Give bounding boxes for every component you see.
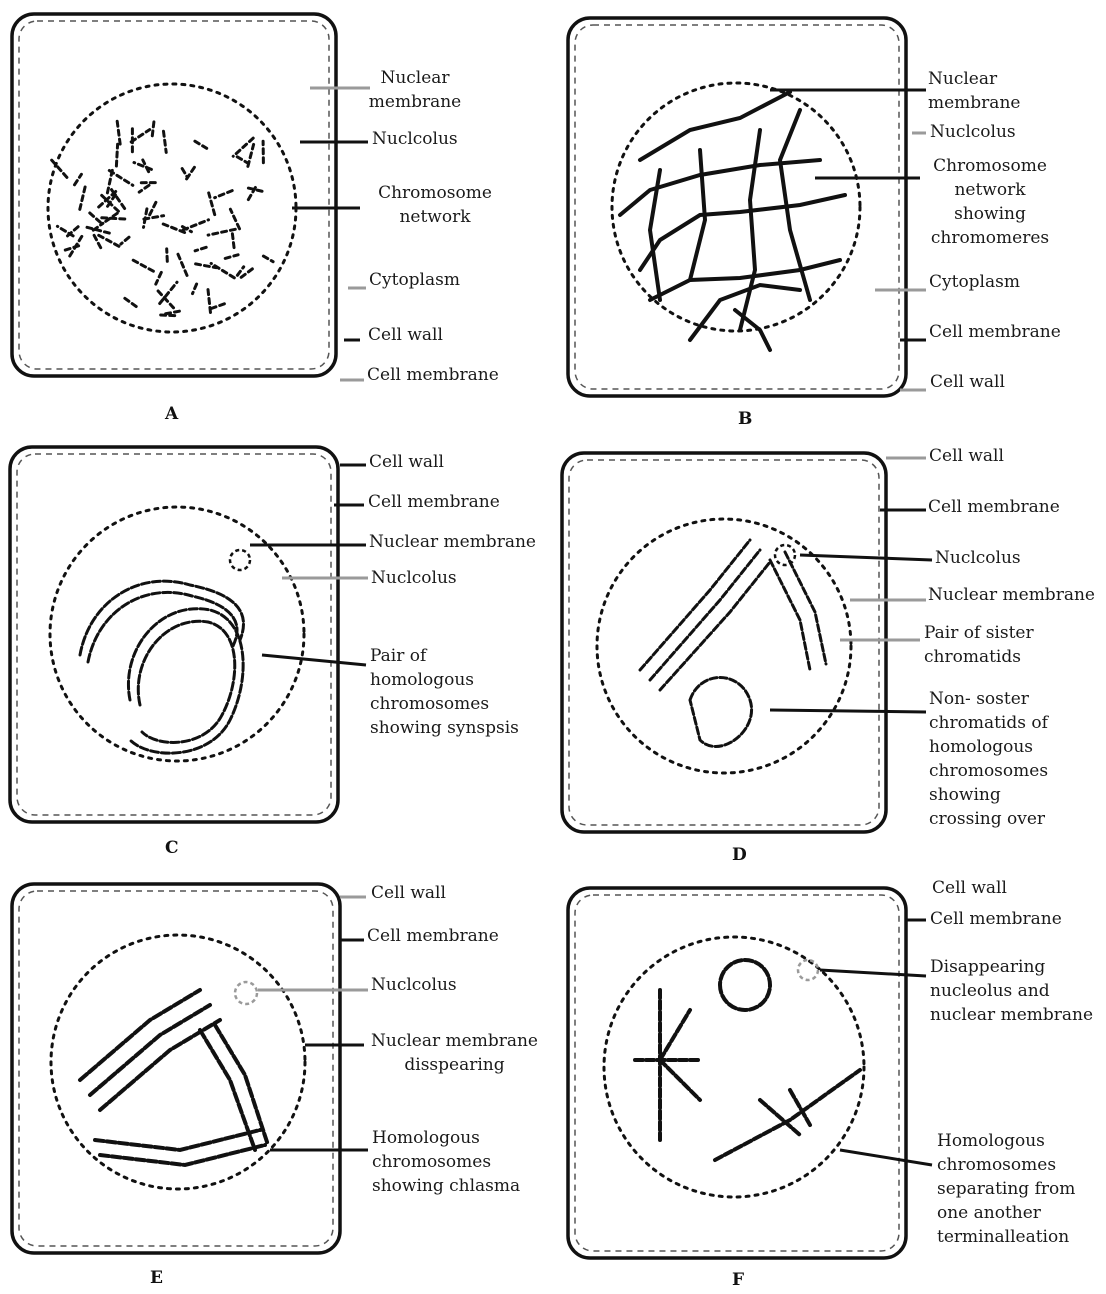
cell-wall-a [12, 14, 336, 376]
label-f-disappearing-nucleolus: Disappearing nucleolus and nuclear membr… [930, 955, 1093, 1027]
cell-d [562, 453, 886, 832]
label-c-cell-membrane: Cell membrane [368, 490, 500, 514]
nucleolus-f [798, 960, 818, 980]
label-e-cell-wall: Cell wall [371, 881, 446, 905]
nucleus-d [597, 519, 851, 773]
cell-wall-c [10, 447, 338, 822]
chromatin-network-a [50, 121, 273, 315]
caption-a: A [165, 404, 178, 424]
cell-membrane-b [575, 25, 899, 389]
chiasma-e [80, 990, 268, 1165]
label-b-nuclear-membrane: Nuclear membrane [928, 67, 1020, 115]
label-a-cytoplasm: Cytoplasm [369, 268, 460, 292]
label-a-nuclear-membrane: Nuclear membrane [350, 66, 480, 114]
separating-chromosomes-f [635, 960, 860, 1160]
label-c-cell-wall: Cell wall [369, 450, 444, 474]
label-d-nucleolus: Nuclcolus [935, 546, 1021, 570]
cell-c [10, 447, 338, 822]
cell-wall-b [568, 18, 906, 396]
label-c-homologous-pair: Pair of homologous chromosomes showing s… [370, 644, 519, 740]
label-d-sister-chromatids: Pair of sister chromatids [924, 621, 1034, 669]
cell-membrane-d [569, 460, 879, 825]
label-d-non-sister-chromatids: Non- soster chromatids of homologous chr… [929, 687, 1065, 831]
caption-d: D [732, 845, 747, 865]
cell-wall-d [562, 453, 886, 832]
label-d-nuclear-membrane: Nuclear membrane [928, 583, 1095, 607]
nucleus-a [48, 84, 296, 332]
label-a-chromosome-network: Chromosome network [365, 181, 505, 229]
homologous-pair-c [80, 581, 243, 753]
nucleus-f [604, 937, 864, 1197]
leader-line [820, 970, 926, 976]
label-e-homologous-chiasma: Homologous chromosomes showing chlasma [372, 1126, 520, 1198]
label-a-nucleolus: Nuclcolus [372, 127, 458, 151]
label-a-cell-membrane: Cell membrane [367, 363, 499, 387]
label-c-nucleolus: Nuclcolus [371, 566, 457, 590]
cell-e [12, 884, 340, 1253]
label-b-cytoplasm: Cytoplasm [929, 270, 1020, 294]
label-f-cell-wall: Cell wall [932, 876, 1007, 900]
label-b-cell-membrane: Cell membrane [929, 320, 1061, 344]
cell-wall-e [12, 884, 340, 1253]
label-d-cell-membrane: Cell membrane [928, 495, 1060, 519]
label-a-cell-wall: Cell wall [368, 323, 443, 347]
label-e-nuclear-membrane-disappearing: Nuclear membrane disspearing [362, 1029, 547, 1077]
cell-membrane-e [19, 891, 333, 1246]
label-e-cell-membrane: Cell membrane [367, 924, 499, 948]
label-f-cell-membrane: Cell membrane [930, 907, 1062, 931]
label-d-cell-wall: Cell wall [929, 444, 1004, 468]
caption-f: F [732, 1270, 744, 1290]
leader-line [262, 655, 366, 665]
nucleolus-e [235, 982, 257, 1004]
caption-c: C [165, 838, 179, 858]
leader-line [800, 555, 932, 560]
caption-e: E [150, 1268, 163, 1288]
label-b-nucleolus: Nuclcolus [930, 120, 1016, 144]
leader-line [770, 710, 926, 712]
leader-line [840, 1150, 932, 1165]
label-e-nucleolus: Nuclcolus [371, 973, 457, 997]
label-c-nuclear-membrane: Nuclear membrane [369, 530, 536, 554]
cell-a [12, 14, 336, 376]
cell-b [568, 18, 906, 396]
chromosome-network-b [620, 92, 845, 350]
label-b-cell-wall: Cell wall [930, 370, 1005, 394]
label-b-chromosome-network: Chromosome network showing chromomeres [922, 154, 1058, 250]
nucleolus-c [230, 550, 250, 570]
caption-b: B [738, 409, 752, 429]
label-f-homologous-separating: Homologous chromosomes separating from o… [937, 1129, 1075, 1249]
chromatids-d [640, 540, 826, 746]
